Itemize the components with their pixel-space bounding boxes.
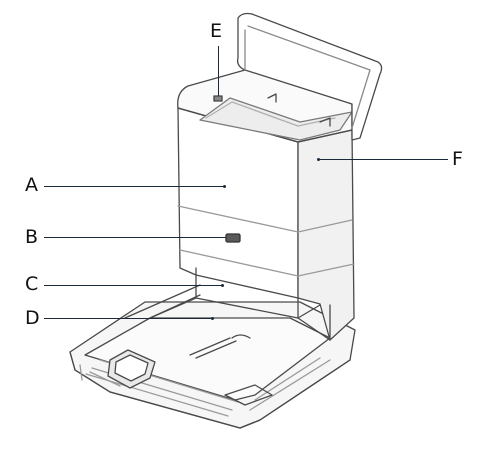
lid bbox=[237, 12, 383, 141]
callout-line-a bbox=[44, 186, 224, 187]
callout-dot-c bbox=[221, 284, 224, 287]
callout-label-e: E bbox=[210, 20, 223, 42]
callout-label-c: C bbox=[25, 273, 39, 295]
callout-label-b: B bbox=[25, 226, 39, 248]
callout-dot-a bbox=[223, 185, 226, 188]
callout-dot-f bbox=[317, 158, 320, 161]
callout-line-e bbox=[218, 46, 219, 96]
callout-line-f bbox=[318, 159, 448, 160]
callout-label-f: F bbox=[452, 148, 463, 170]
dock-button bbox=[225, 233, 241, 243]
callout-line-d bbox=[44, 318, 212, 319]
callout-line-c bbox=[44, 285, 222, 286]
callout-label-a: A bbox=[25, 174, 38, 196]
charging-contacts bbox=[189, 337, 237, 359]
callout-line-b bbox=[44, 237, 226, 238]
callout-dot-d bbox=[211, 317, 214, 320]
callout-label-d: D bbox=[25, 307, 40, 329]
